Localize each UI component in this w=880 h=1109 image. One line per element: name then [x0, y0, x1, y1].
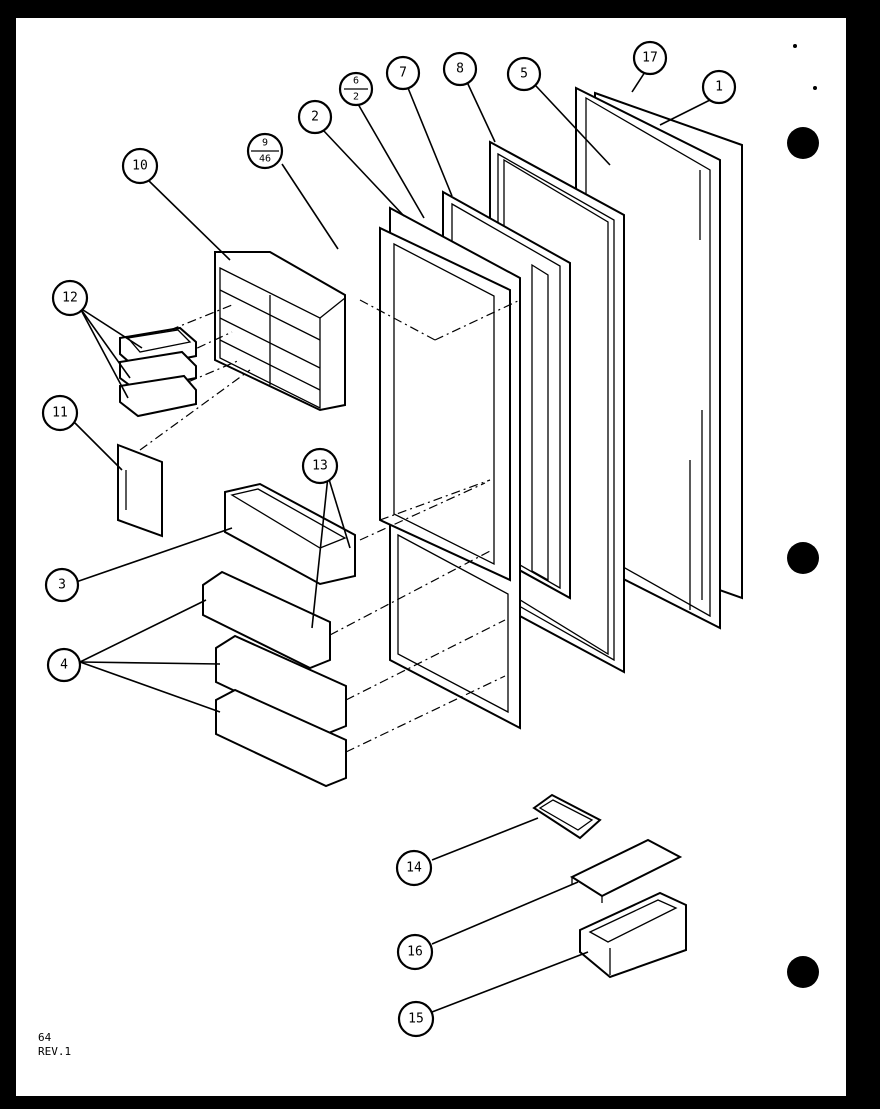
- revision-label: REV.1: [38, 1045, 71, 1058]
- callout-11: 11: [41, 394, 79, 432]
- leader-lines: [69, 71, 717, 1013]
- callout-13-label: 13: [312, 459, 328, 474]
- punch-hole-bottom: [787, 956, 819, 988]
- callout-6: 6 2: [338, 71, 374, 107]
- callout-10-label: 10: [132, 159, 148, 174]
- callout-14-label: 14: [406, 861, 422, 876]
- callout-10: 10: [121, 147, 159, 185]
- callout-8: 8: [442, 51, 478, 87]
- part-door-bins: [202, 549, 506, 788]
- callout-13: 13: [301, 447, 339, 485]
- punch-hole-top: [787, 127, 819, 159]
- callout-14: 14: [395, 849, 433, 887]
- callout-6-label-top: 6: [353, 76, 359, 87]
- page-number: 64: [38, 1031, 52, 1044]
- part-ice-bin: [579, 891, 687, 979]
- callout-16-label: 16: [407, 945, 423, 960]
- part-cover-plate: [117, 443, 163, 538]
- callout-15: 15: [397, 1000, 435, 1038]
- callout-3-label: 3: [58, 578, 66, 593]
- callout-16: 16: [396, 933, 434, 971]
- callout-3: 3: [44, 567, 80, 603]
- callout-5: 5: [506, 56, 542, 92]
- callout-4-label: 4: [60, 658, 68, 673]
- callout-4: 4: [46, 647, 82, 683]
- part-shelf-rack: [139, 251, 346, 451]
- part-flat-lid: [569, 838, 683, 903]
- speck-2: [813, 86, 817, 90]
- part-door-liner: [359, 206, 521, 730]
- callout-7: 7: [385, 55, 421, 91]
- callout-9: 9 46: [246, 132, 284, 170]
- speck-1: [793, 44, 797, 48]
- callout-7-label: 7: [399, 66, 407, 81]
- callout-6-label-bottom: 2: [353, 92, 359, 103]
- callout-12: 12: [51, 279, 89, 317]
- callout-9-label-bottom: 46: [259, 154, 271, 165]
- callout-2: 2: [297, 99, 333, 135]
- callout-11-label: 11: [52, 406, 68, 421]
- callout-5-label: 5: [520, 67, 528, 82]
- callout-9-label-top: 9: [262, 138, 268, 149]
- part-small-tray: [532, 793, 602, 840]
- callout-17: 17: [632, 40, 668, 76]
- callout-1-label: 1: [715, 80, 723, 95]
- part-stacked-containers: [119, 326, 197, 418]
- callout-8-label: 8: [456, 62, 464, 77]
- part-upper-door-bin: [224, 482, 486, 586]
- callout-1: 1: [701, 69, 737, 105]
- callout-15-label: 15: [408, 1012, 424, 1027]
- callout-2-label: 2: [311, 110, 319, 125]
- callout-17-label: 17: [642, 51, 658, 66]
- punch-hole-middle: [787, 542, 819, 574]
- callout-12-label: 12: [62, 291, 78, 306]
